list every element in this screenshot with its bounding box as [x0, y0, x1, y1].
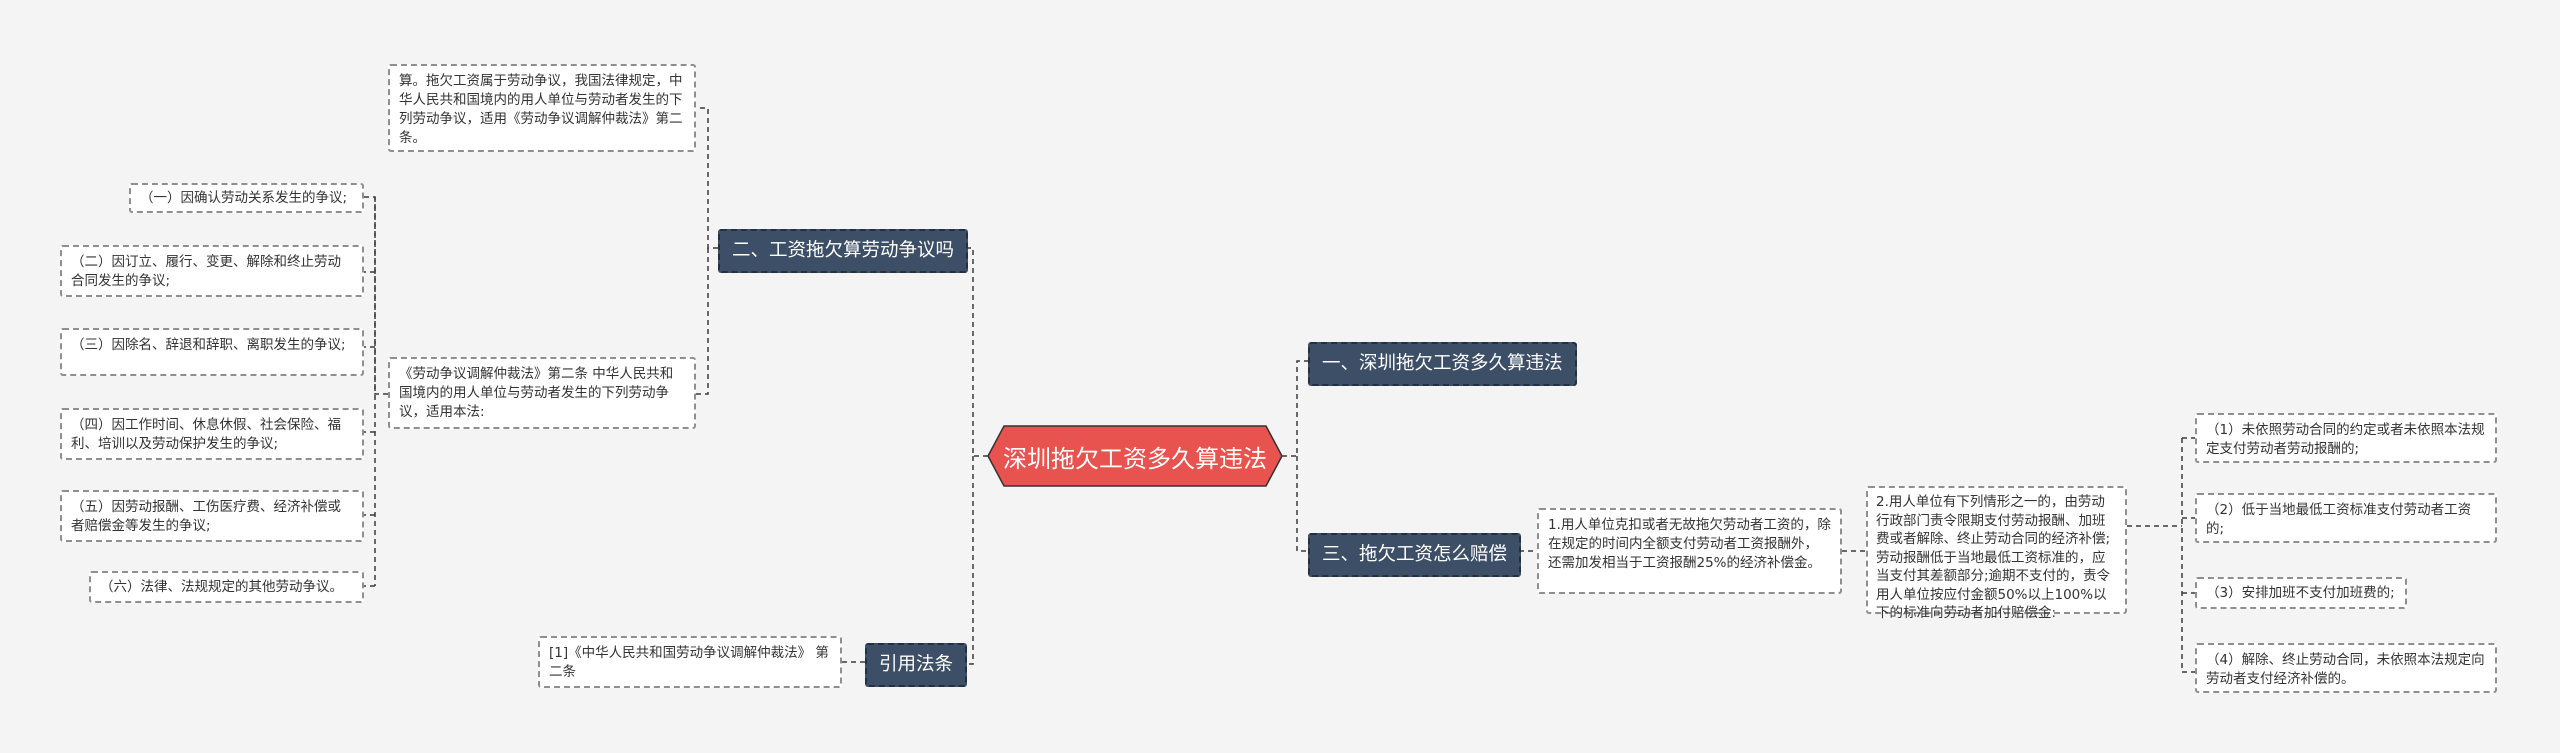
- dispute-item-1-label: （一）因确认劳动关系发生的争议;: [140, 190, 348, 206]
- branch-topic-3-label: 三、拖欠工资怎么赔偿: [1322, 544, 1508, 565]
- dispute-item-4-label: （四）因工作时间、休息休假、社会保险、福利、培训以及劳动保护发生的争议;: [71, 417, 341, 452]
- dispute-item-2-label: （二）因订立、履行、变更、解除和终止劳动合同发生的争议;: [71, 254, 341, 289]
- branch-topic-2[interactable]: 二、工资拖欠算劳动争议吗: [718, 229, 969, 273]
- dispute-item-1[interactable]: （一）因确认劳动关系发生的争议;: [129, 183, 364, 213]
- dispute-item-5-label: （五）因劳动报酬、工伤医疗费、经济补偿或者赔偿金等发生的争议;: [71, 499, 341, 534]
- situation-item-2-label: （2）低于当地最低工资标准支付劳动者工资的;: [2206, 502, 2472, 537]
- situation-item-4[interactable]: （4）解除、终止劳动合同，未依照本法规定向劳动者支付经济补偿的。: [2195, 643, 2497, 693]
- b2-law-text-label: 《劳动争议调解仲裁法》第二条 中华人民共和国境内的用人单位与劳动者发生的下列劳动…: [399, 366, 674, 420]
- dispute-item-6-label: （六）法律、法规规定的其他劳动争议。: [100, 579, 343, 595]
- situation-item-3[interactable]: （3）安排加班不支付加班费的;: [2195, 577, 2407, 609]
- situation-item-1-label: （1）未依照劳动合同的约定或者未依照本法规定支付劳动者劳动报酬的;: [2206, 422, 2485, 457]
- branch-topic-1[interactable]: 一、深圳拖欠工资多久算违法: [1308, 342, 1577, 386]
- branch-topic-1-label: 一、深圳拖欠工资多久算违法: [1322, 353, 1563, 374]
- compensation-text-1[interactable]: 1.用人单位克扣或者无故拖欠劳动者工资的，除在规定的时间内全额支付劳动者工资报酬…: [1537, 508, 1842, 594]
- situation-item-4-label: （4）解除、终止劳动合同，未依照本法规定向劳动者支付经济补偿的。: [2206, 652, 2485, 687]
- b2-law-text[interactable]: 《劳动争议调解仲裁法》第二条 中华人民共和国境内的用人单位与劳动者发生的下列劳动…: [388, 357, 696, 429]
- compensation-text-2-label: 2.用人单位有下列情形之一的，由劳动行政部门责令限期支付劳动报酬、加班费或者解除…: [1876, 494, 2111, 621]
- b2-answer-text[interactable]: 算。拖欠工资属于劳动争议，我国法律规定，中华人民共和国境内的用人单位与劳动者发生…: [388, 64, 696, 152]
- cited-law-text-label: [1]《中华人民共和国劳动争议调解仲裁法》 第二条: [549, 645, 829, 680]
- compensation-text-1-label: 1.用人单位克扣或者无故拖欠劳动者工资的，除在规定的时间内全额支付劳动者工资报酬…: [1548, 517, 1831, 571]
- b2-answer-text-label: 算。拖欠工资属于劳动争议，我国法律规定，中华人民共和国境内的用人单位与劳动者发生…: [399, 73, 683, 146]
- branch-topic-4[interactable]: 引用法条: [865, 643, 968, 687]
- situation-item-3-label: （3）安排加班不支付加班费的;: [2206, 585, 2395, 601]
- dispute-item-5[interactable]: （五）因劳动报酬、工伤医疗费、经济补偿或者赔偿金等发生的争议;: [60, 490, 364, 542]
- compensation-text-2[interactable]: 2.用人单位有下列情形之一的，由劳动行政部门责令限期支付劳动报酬、加班费或者解除…: [1866, 486, 2127, 621]
- root-topic-label: 深圳拖欠工资多久算违法: [1003, 444, 1267, 473]
- dispute-item-2[interactable]: （二）因订立、履行、变更、解除和终止劳动合同发生的争议;: [60, 245, 364, 297]
- branch-topic-4-label: 引用法条: [879, 654, 954, 675]
- dispute-item-6[interactable]: （六）法律、法规规定的其他劳动争议。: [89, 571, 364, 603]
- situation-item-2[interactable]: （2）低于当地最低工资标准支付劳动者工资的;: [2195, 493, 2497, 543]
- cited-law-text[interactable]: [1]《中华人民共和国劳动争议调解仲裁法》 第二条: [538, 636, 842, 688]
- root-topic[interactable]: 深圳拖欠工资多久算违法: [988, 426, 1282, 486]
- dispute-item-4[interactable]: （四）因工作时间、休息休假、社会保险、福利、培训以及劳动保护发生的争议;: [60, 408, 364, 460]
- branch-topic-2-label: 二、工资拖欠算劳动争议吗: [732, 240, 955, 261]
- branch-topic-3[interactable]: 三、拖欠工资怎么赔偿: [1308, 533, 1522, 577]
- dispute-item-3[interactable]: （三）因除名、辞退和辞职、离职发生的争议;: [60, 328, 364, 376]
- dispute-item-3-label: （三）因除名、辞退和辞职、离职发生的争议;: [71, 337, 346, 353]
- situation-item-1[interactable]: （1）未依照劳动合同的约定或者未依照本法规定支付劳动者劳动报酬的;: [2195, 413, 2497, 463]
